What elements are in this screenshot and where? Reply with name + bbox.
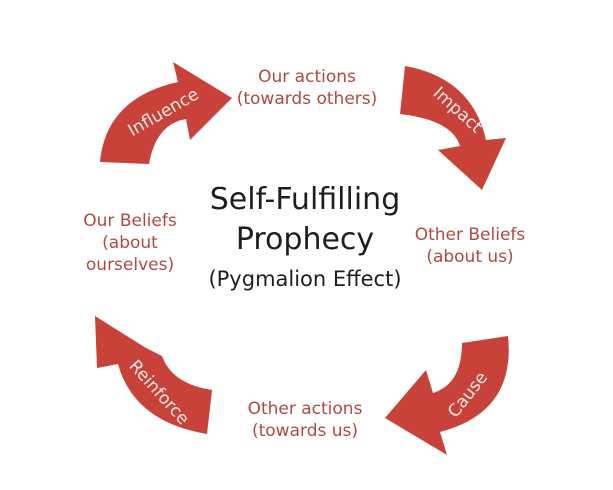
node-line: (towards us) <box>251 421 359 441</box>
cause-arrow <box>385 336 509 455</box>
diagram-title: Self-Fulfilling Prophecy (Pygmalion Effe… <box>170 180 440 296</box>
subtitle: (Pygmalion Effect) <box>208 267 402 291</box>
node-other-beliefs: Other Beliefs (about us) <box>405 224 535 268</box>
node-line: (about us) <box>426 247 514 267</box>
title-line-2: Prophecy <box>235 222 375 257</box>
node-line: Our Beliefs <box>83 211 177 231</box>
reinforce-arrow <box>95 316 212 434</box>
node-our-actions: Our actions (towards others) <box>222 66 392 110</box>
node-other-actions: Other actions (towards us) <box>225 398 385 442</box>
node-line: Our actions <box>258 67 356 87</box>
node-line: ourselves) <box>85 255 175 275</box>
title-line-1: Self-Fulfilling <box>209 182 401 217</box>
node-line: (towards others) <box>236 89 378 109</box>
node-line: (about <box>102 233 158 253</box>
node-line: Other actions <box>247 399 363 419</box>
impact-arrow <box>400 66 506 190</box>
influence-arrow <box>100 62 232 164</box>
node-our-beliefs: Our Beliefs (about ourselves) <box>60 210 200 276</box>
node-line: Other Beliefs <box>414 225 526 245</box>
